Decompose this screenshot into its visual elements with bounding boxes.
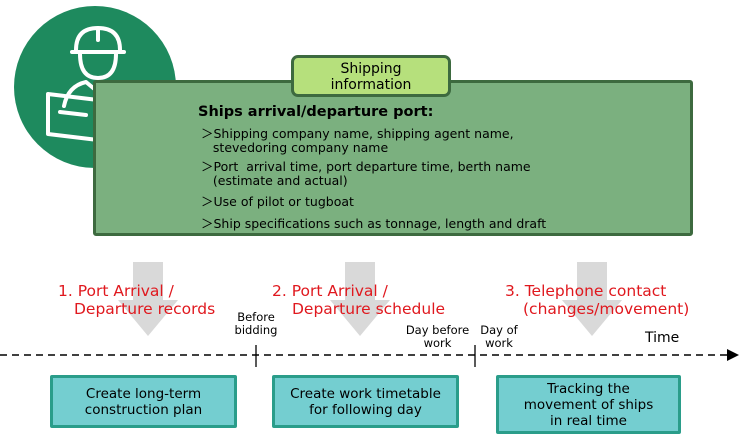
shipping-info-tag: Shipping information	[291, 55, 451, 97]
info-bullet: stevedoring company name	[201, 140, 389, 155]
action-long-term-plan: Create long-term construction plan	[50, 375, 237, 428]
marker-label: bidding	[234, 323, 278, 337]
info-bullet: ＞Port arrival time, port departure time,…	[201, 159, 531, 174]
step-1-title: 1. Port Arrival / Departure records	[58, 282, 215, 318]
action-text: Create long-term construction plan	[84, 385, 203, 418]
down-arrow-icon	[562, 262, 622, 336]
down-arrow-icon	[118, 262, 178, 336]
marker-label: Day before	[405, 323, 470, 337]
marker-day-before-work: Day before work	[400, 324, 475, 350]
info-bullet: ＞Use of pilot or tugboat	[201, 194, 354, 209]
step-3-line1: 3. Telephone contact	[505, 282, 667, 300]
shipping-info-panel	[93, 80, 693, 236]
info-bullet: ＞Ship specifications such as tonnage, le…	[201, 216, 547, 231]
step-3-title: 3. Telephone contact (changes/movement)	[505, 282, 689, 318]
info-bullet: ＞Shipping company name, shipping agent n…	[201, 126, 514, 141]
step-2-line2: Departure schedule	[292, 300, 446, 318]
timeline	[0, 345, 739, 367]
step-1-line1: 1. Port Arrival /	[58, 282, 174, 300]
action-tracking-ships: Tracking the movement of ships in real t…	[496, 375, 681, 434]
action-text: Tracking the movement of ships in real t…	[523, 380, 654, 429]
marker-label: Before	[237, 310, 275, 324]
marker-label: work	[485, 336, 513, 350]
down-arrow-icon	[330, 262, 390, 336]
step-3-line2: (changes/movement)	[523, 300, 690, 318]
marker-label: work	[423, 336, 452, 350]
timeline-label: Time	[645, 330, 680, 346]
marker-before-bidding: Before bidding	[226, 311, 286, 337]
info-heading: Ships arrival/departure port:	[198, 104, 434, 120]
action-work-timetable: Create work timetable for following day	[272, 375, 459, 428]
step-1-line2: Departure records	[74, 300, 216, 318]
info-bullet: (estimate and actual)	[201, 173, 348, 188]
arrow-right-icon	[727, 349, 739, 361]
info-tag-line2: information	[330, 77, 412, 93]
action-text: Create work timetable for following day	[290, 385, 441, 418]
step-2-title: 2. Port Arrival / Departure schedule	[272, 282, 445, 318]
marker-day-of-work: Day of work	[476, 324, 522, 350]
step-2-line1: 2. Port Arrival /	[272, 282, 388, 300]
info-tag-line1: Shipping	[340, 61, 402, 77]
marker-label: Day of	[480, 323, 518, 337]
